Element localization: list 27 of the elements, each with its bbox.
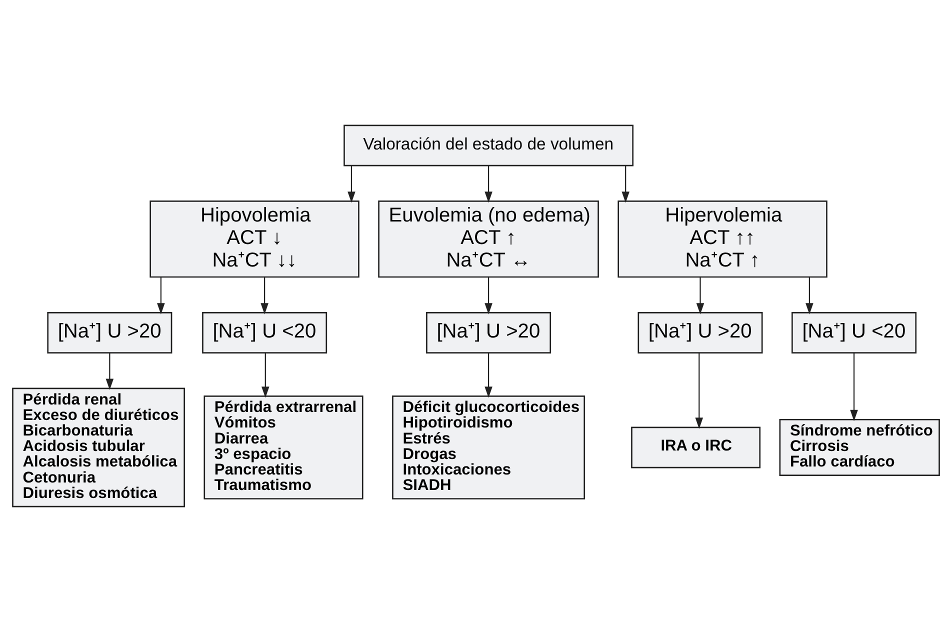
node-box: IRA o IRC — [631, 426, 761, 468]
arrow — [260, 276, 268, 314]
node-box: [Na⁺] U <20 — [792, 311, 917, 353]
node-box: Pérdida extrarrenal Vómitos Diarrea 3º espacio Pancreatitis Traumatismo — [204, 395, 364, 499]
arrow — [484, 165, 492, 202]
arrow — [695, 352, 704, 428]
node-box: [Na⁺] U >20 — [638, 311, 763, 353]
node-box: [Na⁺] U >20 — [47, 311, 172, 353]
arrow — [622, 165, 630, 202]
arrow — [157, 276, 165, 314]
node-box: Síndrome nefrótico Cirrosis Fallo cardíaco — [779, 418, 940, 476]
arrow — [484, 276, 492, 314]
node-box: Hipovolemia ACT ↓ Na⁺CT ↓↓ — [150, 200, 360, 278]
node-box: [Na⁺] U >20 — [426, 311, 552, 353]
arrow — [106, 352, 114, 390]
node-box: Déficit glucocorticoides Hipotiroidismo Estrés Drogas Intoxicaciones SIADH — [392, 395, 586, 499]
arrow — [348, 165, 356, 202]
arrow — [696, 276, 704, 314]
node-box: [Na⁺] U <20 — [202, 311, 328, 353]
arrow — [850, 352, 858, 421]
arrow — [262, 352, 270, 398]
node-box: Valoración del estado de volumen — [344, 124, 634, 166]
arrow — [484, 352, 492, 398]
node-box: Hipervolemia ACT ↑↑ Na⁺CT ↑ — [618, 200, 828, 278]
arrow — [806, 276, 814, 314]
node-box: Euvolemia (no edema) ACT ↑ Na⁺CT ↔ — [378, 200, 599, 278]
node-box: Pérdida renal Exceso de diuréticos Bicarbonaturia Acidosis tubular Alcalosis metabólica Cetonuria Diuresis osmótica — [12, 387, 185, 507]
